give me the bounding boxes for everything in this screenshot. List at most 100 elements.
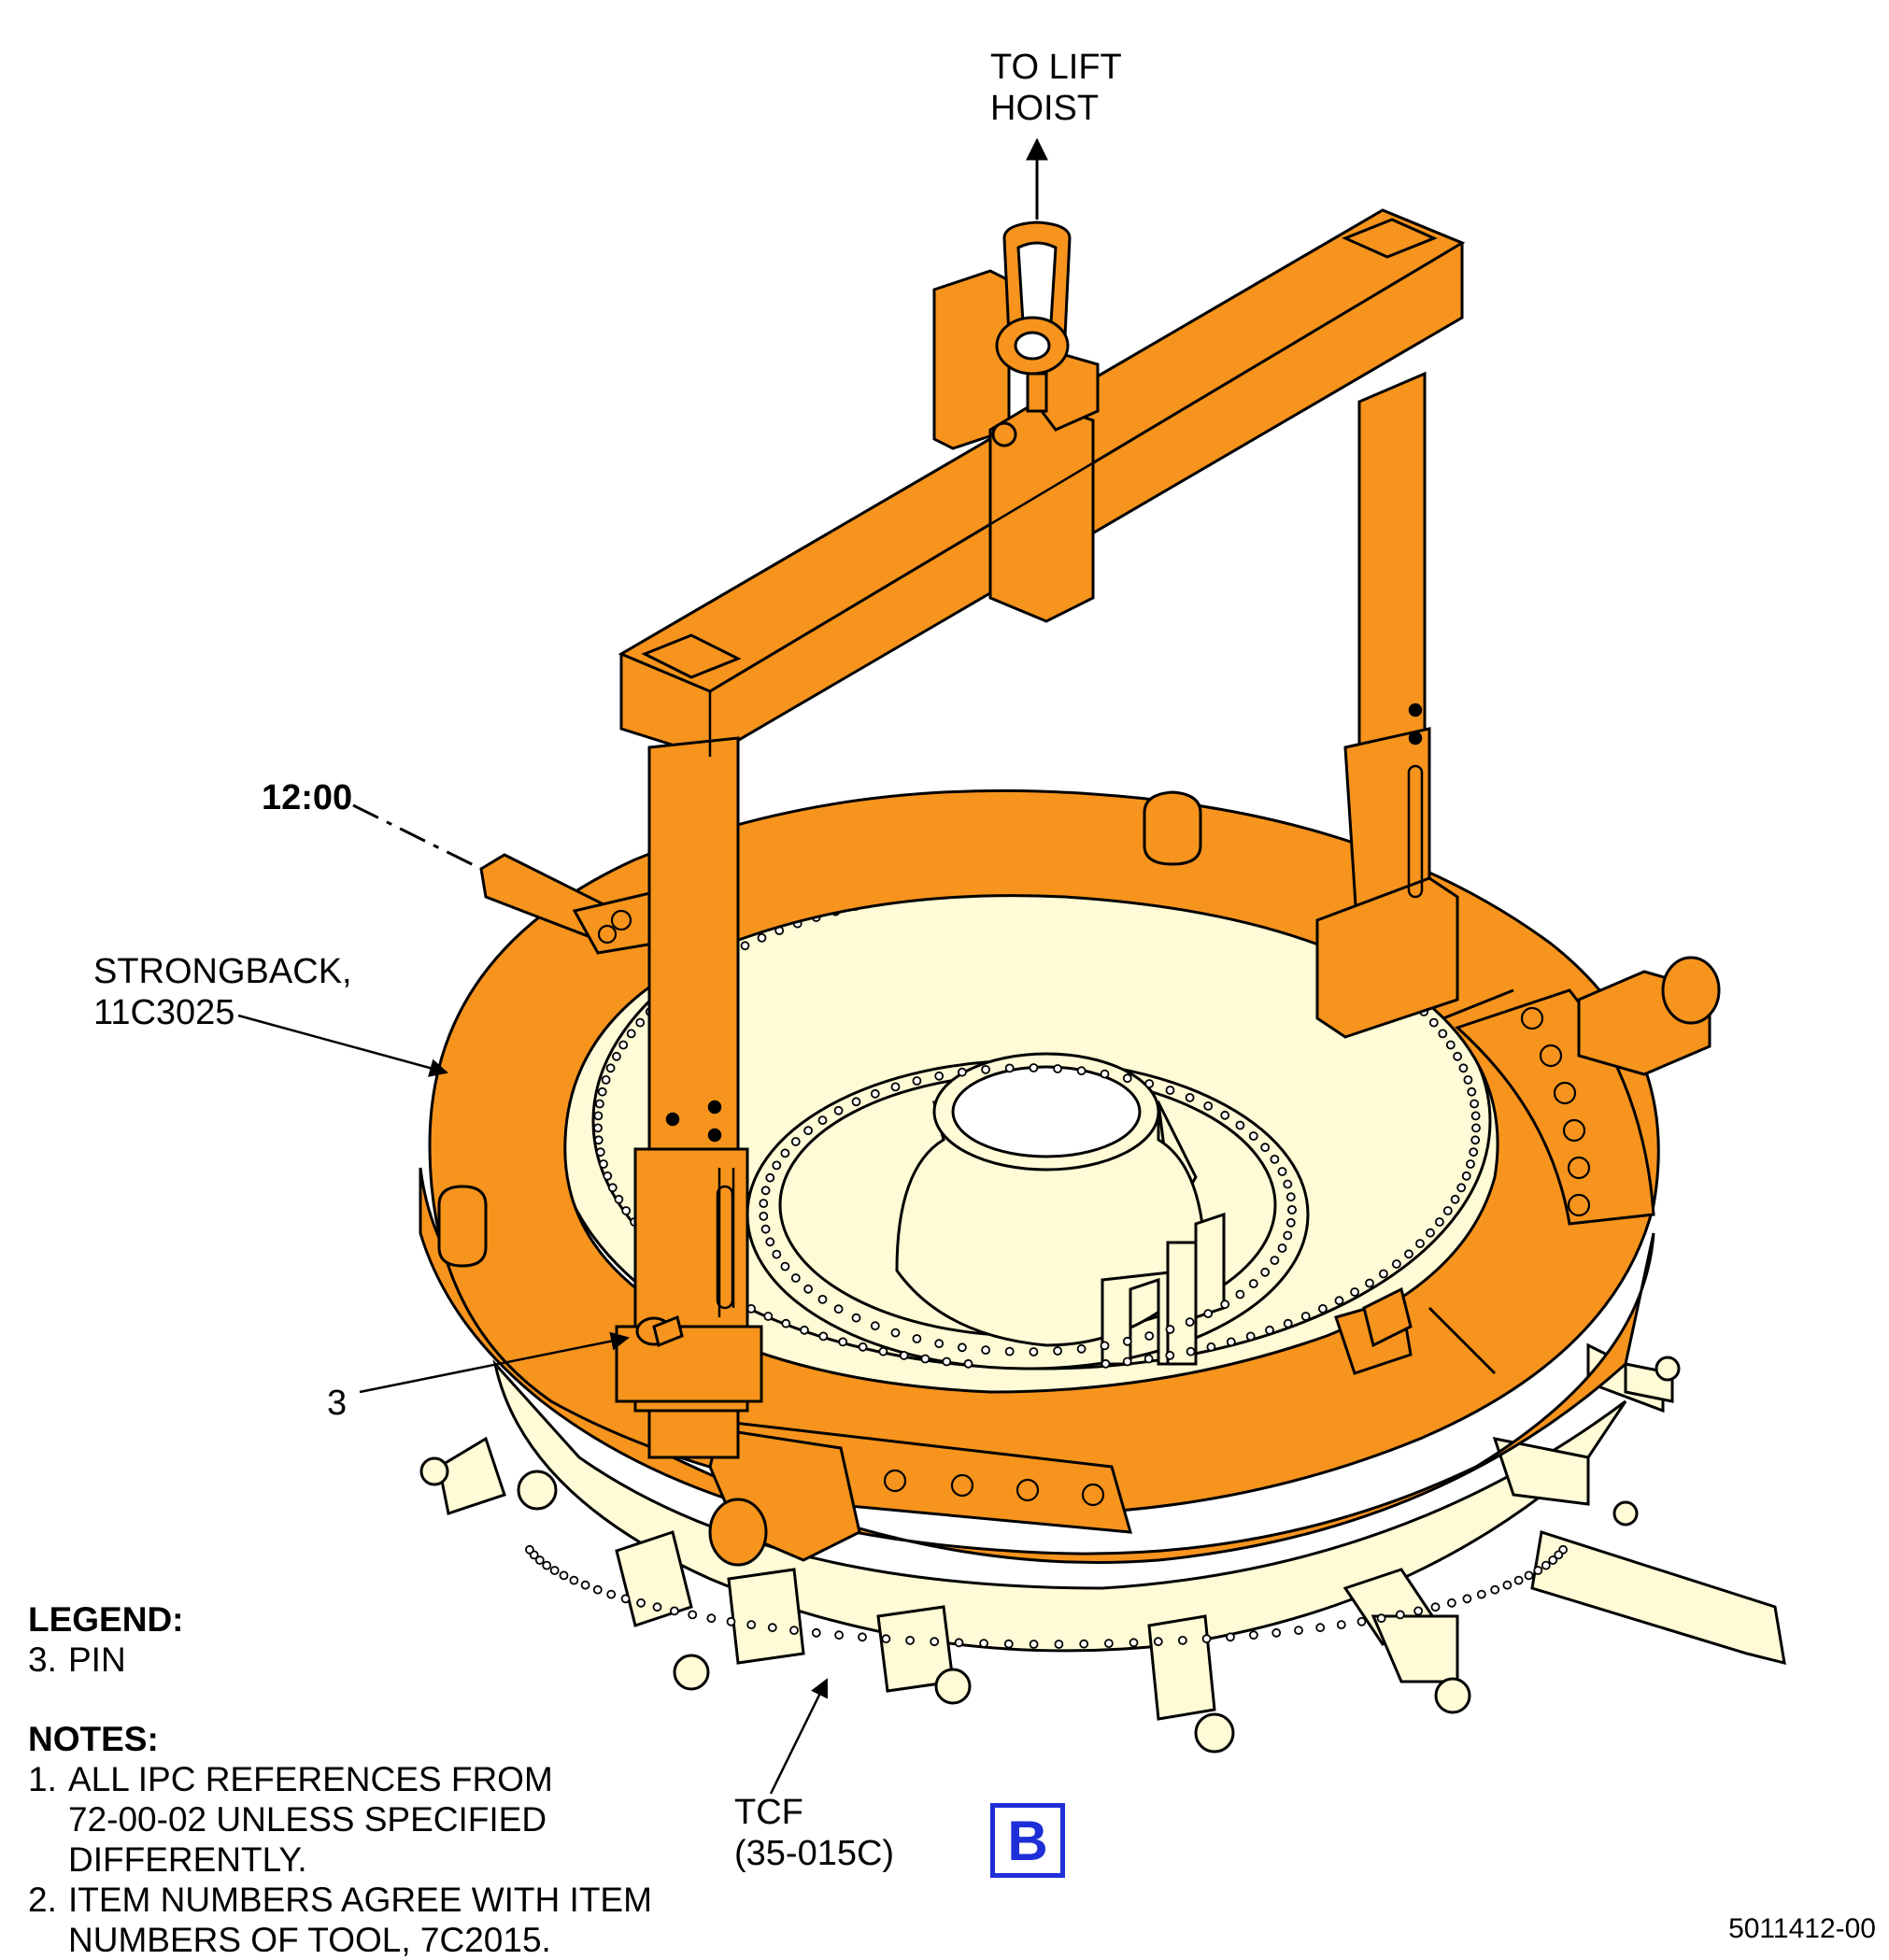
bolt-hole — [1029, 1347, 1039, 1356]
lift-hoist-label: TO LIFT HOIST — [990, 48, 1122, 128]
bolt-hole — [1248, 1131, 1258, 1141]
bolt-hole — [635, 1017, 646, 1028]
bolt-hole — [1206, 1342, 1216, 1352]
bolt-hole — [942, 1356, 952, 1367]
bolt-hole — [1462, 1594, 1472, 1604]
bolt-hole — [534, 1555, 545, 1565]
bolt-hole — [1185, 1093, 1195, 1102]
bolt-hole — [1318, 1304, 1328, 1314]
tcf-leader — [769, 1678, 829, 1795]
bolt-hole — [1415, 1239, 1425, 1248]
bolt-hole — [636, 1598, 646, 1608]
bolt-hole — [1283, 1318, 1293, 1328]
bolt-hole — [1395, 1610, 1405, 1620]
bolt-hole — [1079, 1639, 1089, 1649]
bolt-hole — [621, 1206, 632, 1215]
bolt-hole — [1186, 1346, 1196, 1356]
strongback-label: STRONGBACK, 11C3025 — [93, 952, 352, 1032]
strongback-leader — [237, 1014, 448, 1077]
bolt-hole — [800, 1325, 809, 1335]
bolt-hole — [1426, 1228, 1435, 1238]
bolt-hole — [1265, 1325, 1274, 1335]
bolt-hole — [1283, 1179, 1293, 1189]
bolt-hole — [817, 1295, 828, 1304]
bolt-hole — [1315, 1623, 1326, 1633]
bolt-hole — [1438, 1029, 1448, 1039]
bolt-hole — [593, 1135, 604, 1145]
bolt-hole — [1461, 1171, 1471, 1181]
bolt-hole — [1029, 1640, 1039, 1649]
bolt-hole — [597, 1087, 607, 1097]
bolt-hole — [1447, 1598, 1456, 1608]
bolt-hole — [1165, 1351, 1175, 1360]
bolt-hole — [851, 1097, 861, 1107]
bolt-hole — [958, 1067, 967, 1077]
bolt-hole — [1285, 1217, 1296, 1228]
notes-title: NOTES: — [28, 1720, 159, 1758]
bolt-hole — [1376, 1613, 1386, 1624]
pin-leader — [359, 1331, 630, 1394]
bolt-hole — [1471, 1123, 1481, 1133]
bolt-hole — [1144, 1331, 1155, 1341]
hoist-shackle — [991, 220, 1072, 447]
bolt-hole — [620, 1594, 631, 1604]
bolt-hole — [1100, 1341, 1110, 1351]
bolt-hole — [592, 1584, 603, 1595]
bolt-hole — [1524, 1570, 1534, 1581]
bolt-hole — [1271, 1627, 1282, 1638]
bolt-hole — [1300, 1312, 1311, 1321]
bolt-hole — [1122, 1356, 1132, 1367]
bolt-hole — [1445, 1040, 1456, 1050]
bolt-hole — [1277, 1167, 1287, 1176]
bolt-hole — [606, 1589, 617, 1599]
bolt-hole — [870, 1321, 880, 1331]
bolt-hole — [670, 1606, 679, 1616]
bolt-hole — [1122, 1073, 1132, 1084]
frame-details — [665, 241, 1463, 1317]
bolt-hole — [765, 1237, 775, 1247]
bolt-hole — [890, 1328, 901, 1338]
bolt-hole — [726, 1616, 736, 1626]
tcf-label: TCF (35-015C) — [734, 1793, 895, 1873]
bolt-hole — [858, 1342, 868, 1352]
bolt-hole — [1143, 1354, 1154, 1364]
bolt-hole — [1277, 1243, 1287, 1253]
bolt-hole — [1076, 1343, 1087, 1354]
bolt-hole — [833, 1105, 844, 1115]
bolt-hole — [1392, 1259, 1401, 1269]
bolt-hole — [1379, 1269, 1388, 1279]
bolt-hole — [1430, 1602, 1441, 1612]
bolt-hole — [740, 941, 750, 951]
bolt-hole — [934, 1339, 944, 1349]
bolt-hole — [688, 1610, 698, 1620]
strongback-ring — [419, 788, 1721, 1567]
tcf-engine-frame — [419, 853, 1786, 1754]
bolt-hole — [963, 1358, 973, 1369]
bolt-hole — [652, 1602, 662, 1612]
bolt-hole — [760, 1224, 771, 1234]
bolt-hole — [1260, 1143, 1271, 1153]
ring-bolts — [597, 909, 1591, 1507]
bolt-hole — [1220, 1300, 1230, 1310]
bolt-hole — [763, 1312, 774, 1321]
bolt-hole — [817, 1115, 828, 1125]
note-item: 1. ALL IPC REFERENCES FROM 72-00-02 UNLE… — [28, 1760, 553, 1879]
bolt-hole — [1270, 1155, 1280, 1164]
bolt-hole — [1029, 1063, 1039, 1072]
bolt-hole — [1428, 1017, 1439, 1028]
bolt-hole — [1220, 1110, 1230, 1120]
bolt-hole — [1470, 1099, 1479, 1109]
bolt-hole — [593, 1111, 604, 1121]
bolt-hole — [790, 1137, 801, 1146]
pin-callout-label: 3 — [327, 1384, 348, 1423]
bolt-hole — [1294, 1626, 1303, 1635]
bolt-hole — [1104, 1639, 1114, 1648]
bolt-hole — [958, 1342, 967, 1353]
bolt-hole — [981, 1345, 990, 1355]
bolt-hole — [706, 1613, 717, 1624]
bolt-hole — [1336, 1620, 1346, 1629]
bolt-hole — [1260, 1267, 1271, 1277]
bolt-hole — [614, 1194, 624, 1204]
bolt-hole — [818, 1331, 829, 1342]
bolt-hole — [1076, 1066, 1087, 1076]
